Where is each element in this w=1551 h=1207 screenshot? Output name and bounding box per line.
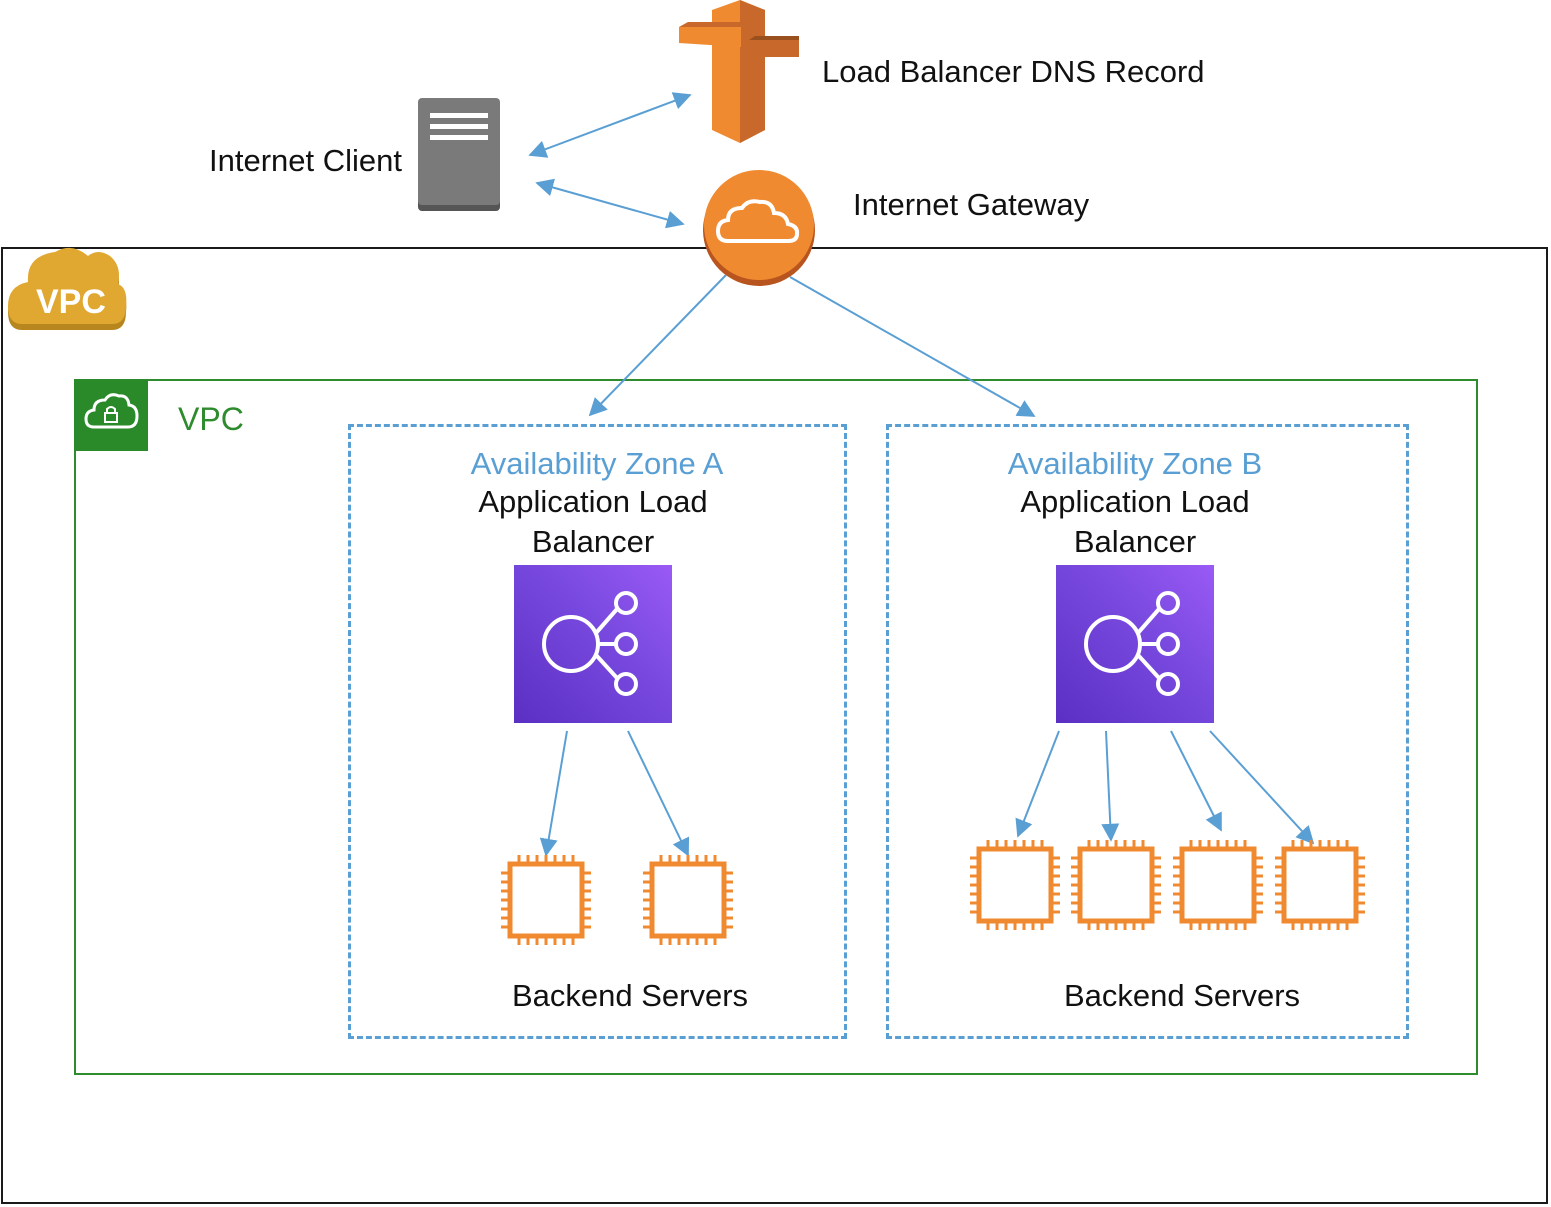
internet-client-server-icon (418, 98, 500, 211)
zone-b-alb-label: Application Load Balancer (935, 482, 1335, 562)
vpc-cloud-label: VPC (36, 283, 106, 321)
availability-zone-b (886, 424, 1409, 1039)
vpc-group-badge (74, 379, 148, 451)
zone-b-title: Availability Zone B (1007, 446, 1263, 481)
zone-a-backend-servers-label: Backend Servers (512, 978, 749, 1013)
internet-gateway-label: Internet Gateway (853, 187, 1090, 222)
zone-b-backend-servers-label: Backend Servers (1064, 978, 1301, 1013)
zone-b-load-balancer-icon (1056, 565, 1214, 723)
client-gateway-arrow (535, 178, 685, 229)
zone-a-alb-label: Application Load Balancer (393, 482, 793, 562)
zone-a-load-balancer-icon (514, 565, 672, 723)
dns-record-label: Load Balancer DNS Record (822, 54, 1205, 89)
zone-b-alb-label-line2: Balancer (1073, 524, 1197, 559)
dns-record-signpost-icon (679, 0, 799, 143)
vpc-lock-icon (84, 393, 139, 429)
zone-b-alb-label-line1: Application Load (1020, 484, 1250, 519)
zone-a-title: Availability Zone A (470, 446, 724, 481)
internet-client-label: Internet Client (209, 143, 402, 178)
vpc-group-boundary (74, 379, 1478, 1075)
zone-a-alb-label-line2: Balancer (531, 524, 655, 559)
zone-a-alb-label-line1: Application Load (478, 484, 708, 519)
client-dns-arrow (528, 92, 692, 158)
vpc-group-label: VPC (178, 401, 244, 437)
availability-zone-a (348, 424, 847, 1039)
